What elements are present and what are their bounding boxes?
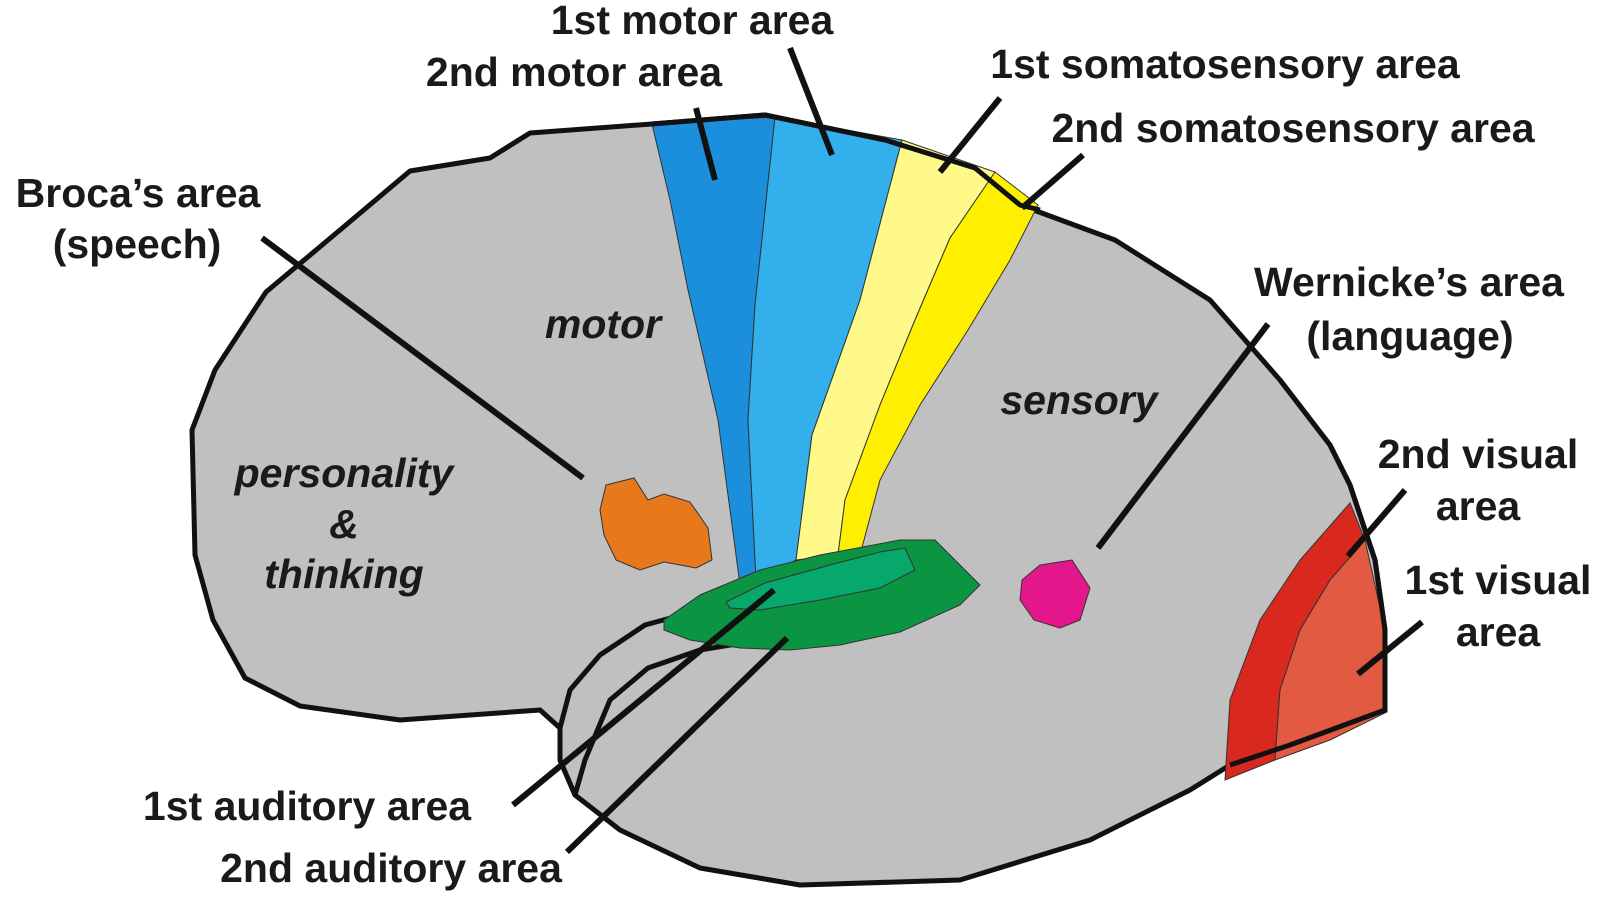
label-auditory-2: 2nd auditory area <box>220 845 563 891</box>
leader-visual-2 <box>1345 488 1408 558</box>
leader-motor-2 <box>693 107 718 181</box>
label-motor-1: 1st motor area <box>551 0 835 43</box>
label-visual-1-line1: 1st visual <box>1405 557 1592 603</box>
region-label-sensory: sensory <box>1000 377 1159 423</box>
label-visual-1-line2: area <box>1456 609 1542 655</box>
leader-somatosensory-1 <box>937 96 1003 174</box>
region-label-personality-line3: thinking <box>264 551 423 597</box>
leader-auditory-1 <box>511 587 776 808</box>
leader-broca <box>260 235 585 481</box>
wernicke-area <box>1019 559 1091 629</box>
region-label-personality-line2: & <box>329 501 359 547</box>
leader-wernicke <box>1095 322 1271 550</box>
label-broca-line2: (speech) <box>53 221 222 267</box>
leader-motor-1 <box>787 46 835 157</box>
label-motor-2: 2nd motor area <box>426 49 723 95</box>
label-broca-line1: Broca’s area <box>16 170 262 216</box>
label-wernicke-line1: Wernicke’s area <box>1254 259 1565 305</box>
label-auditory-1: 1st auditory area <box>143 783 472 829</box>
leader-somatosensory-2 <box>1020 152 1085 211</box>
leader-visual-1 <box>1356 619 1424 677</box>
broca-area <box>599 477 713 571</box>
label-visual-2-line1: 2nd visual <box>1378 431 1579 477</box>
leader-auditory-2 <box>564 635 790 855</box>
brain-occipital-outline <box>1229 378 1388 768</box>
region-label-personality-line1: personality <box>234 450 456 496</box>
label-somatosensory-2: 2nd somatosensory area <box>1051 105 1535 151</box>
label-wernicke-line2: (language) <box>1306 313 1513 359</box>
label-visual-2-line2: area <box>1436 483 1522 529</box>
label-somatosensory-1: 1st somatosensory area <box>990 41 1461 87</box>
region-label-motor: motor <box>545 301 663 347</box>
